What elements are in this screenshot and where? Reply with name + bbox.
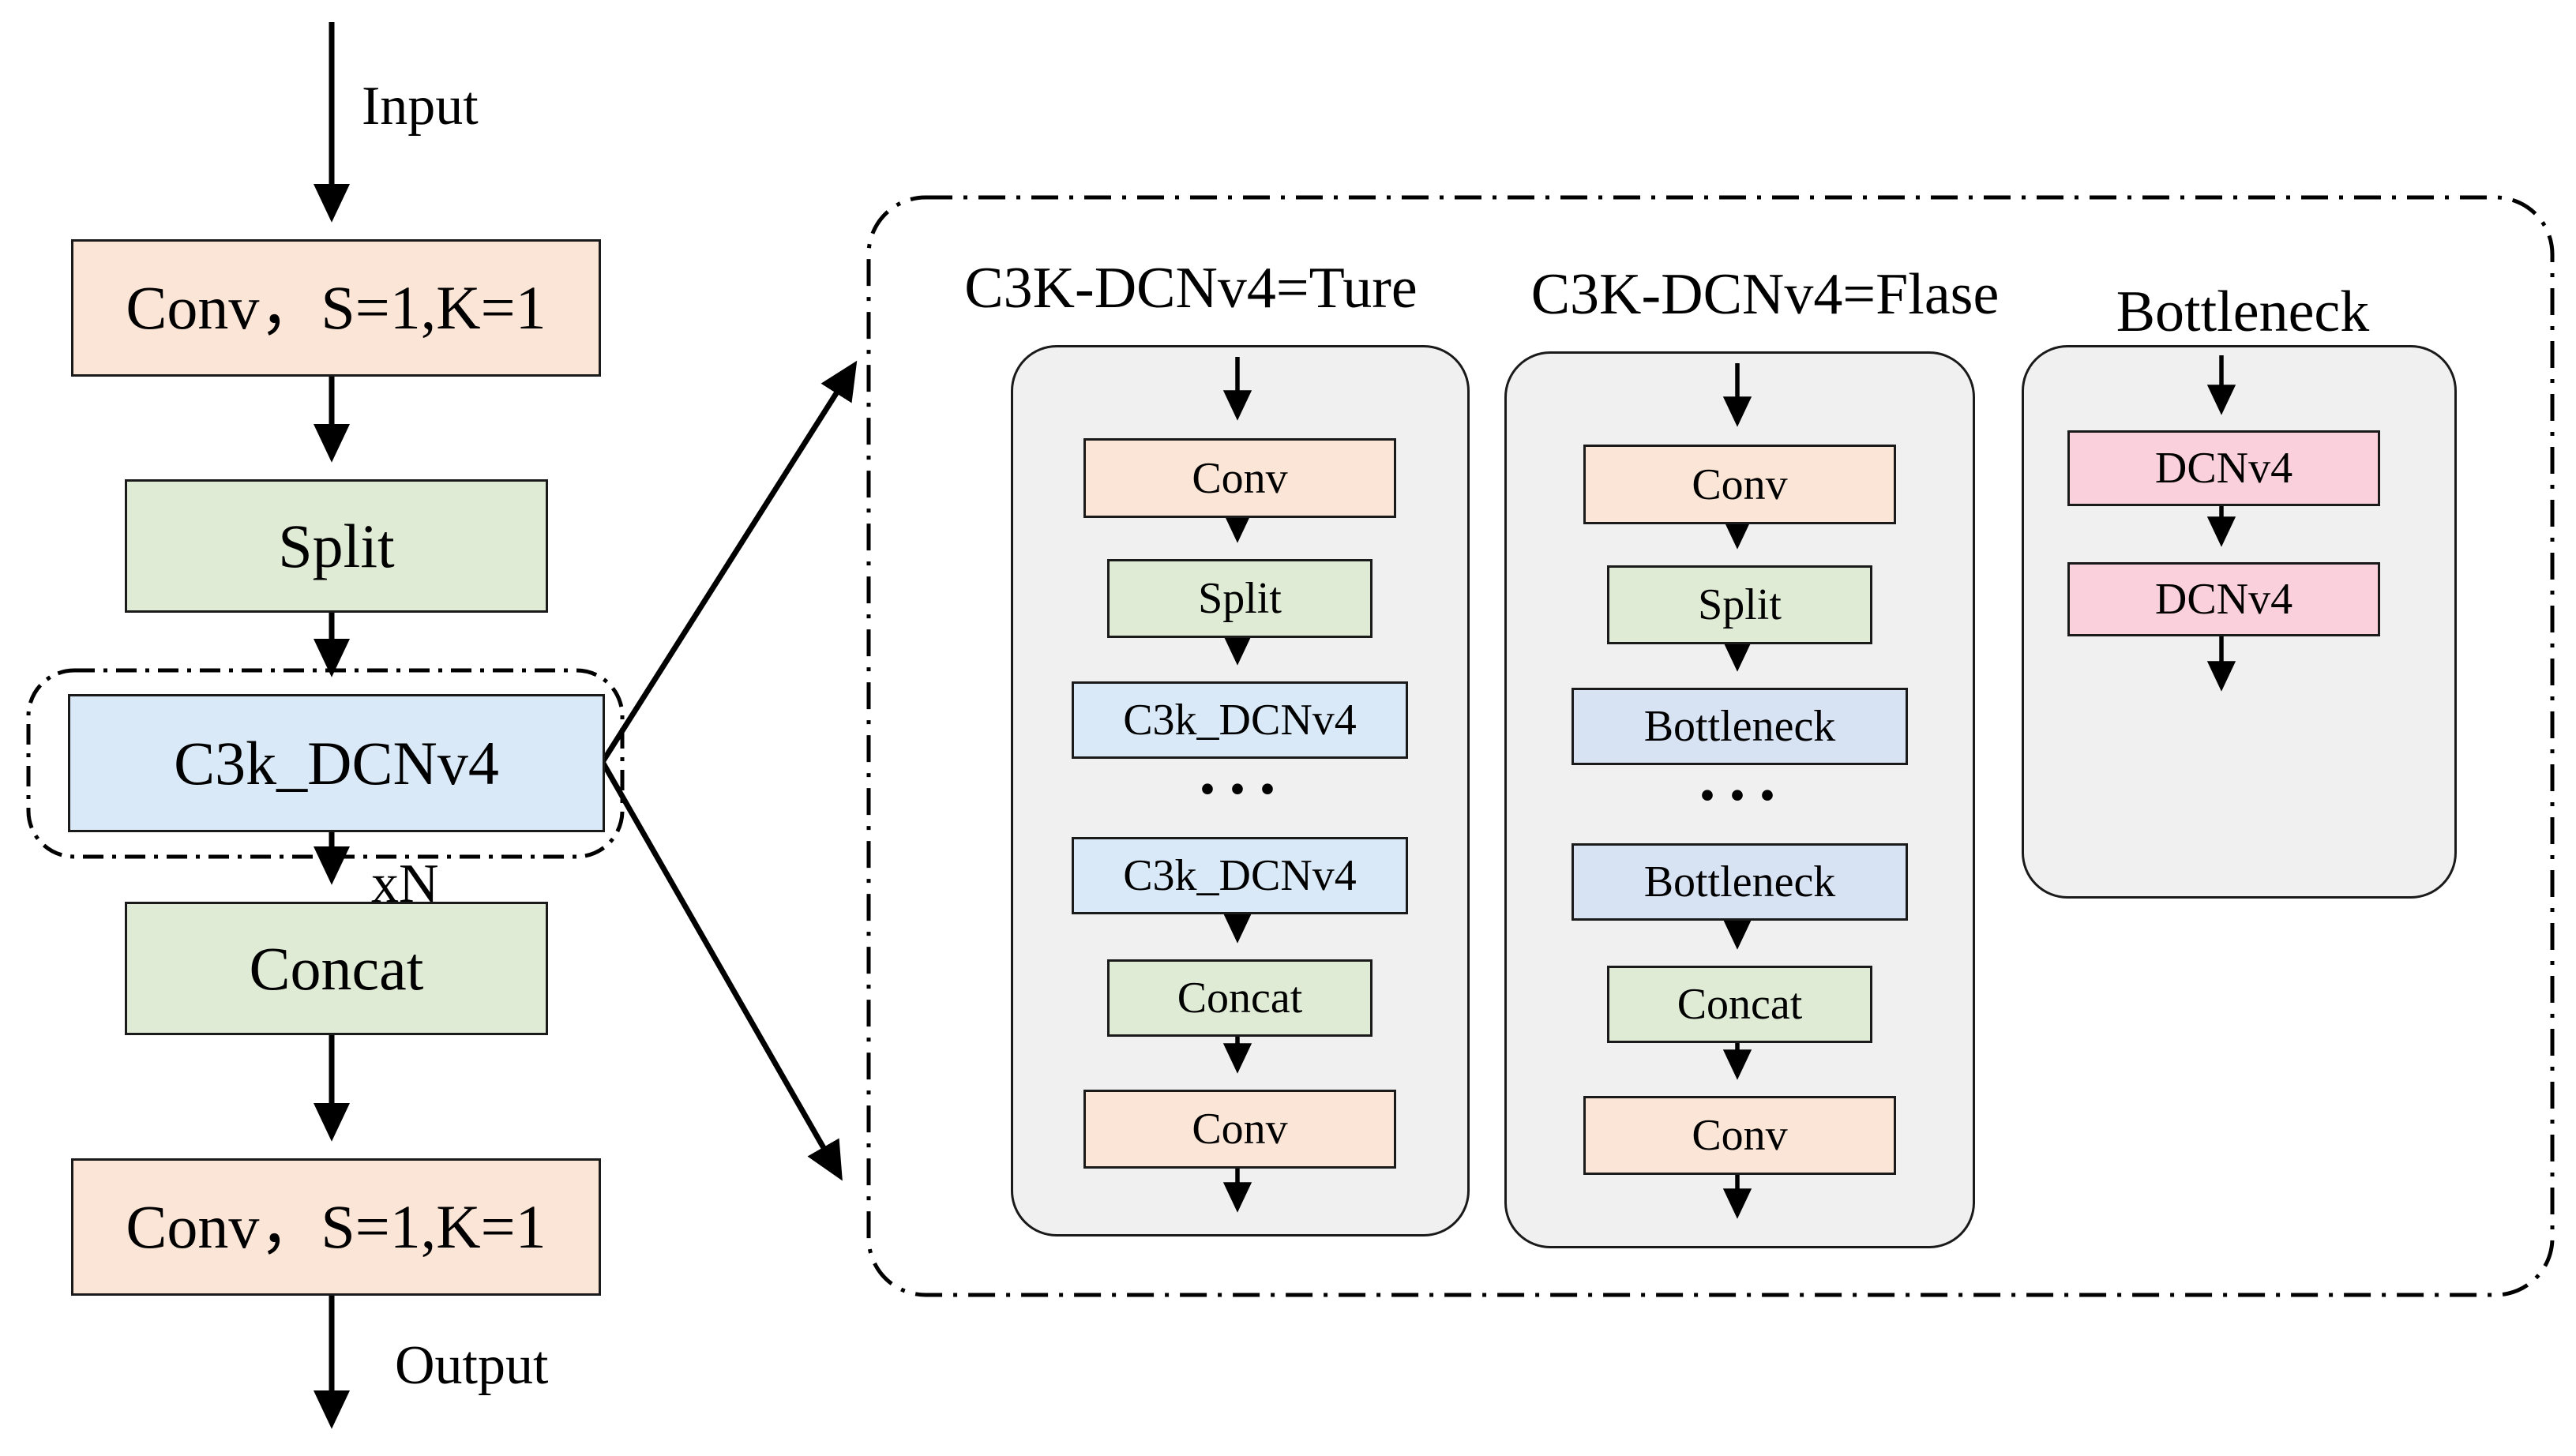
panel-bottleneck-title: Bottleneck <box>2116 280 2370 344</box>
concat-box: Concat <box>125 902 548 1035</box>
panel-true-title: C3K-DCNv4=Ture <box>964 256 1418 321</box>
panel-false-title: C3K-DCNv4=Flase <box>1530 262 2000 327</box>
p1-c3k-box-1: C3k_DCNv4 <box>1072 681 1408 759</box>
p2-conv-top-box: Conv <box>1583 445 1896 524</box>
arrow-c3k-to-detail-top <box>600 360 858 764</box>
p3-dcnv4-box-1: DCNv4 <box>2067 430 2380 506</box>
input-label: Input <box>362 76 479 137</box>
p2-bottleneck-box-2: Bottleneck <box>1572 843 1908 921</box>
arrow-c3k-to-detail-bottom <box>599 760 843 1181</box>
p1-concat-box: Concat <box>1107 959 1372 1037</box>
p1-conv-top-box: Conv <box>1083 438 1396 518</box>
conv-bottom-box: Conv，S=1,K=1 <box>71 1158 601 1296</box>
p1-conv-bottom-box: Conv <box>1083 1090 1396 1169</box>
p1-c3k-box-2: C3k_DCNv4 <box>1072 837 1408 914</box>
p3-dcnv4-box-2: DCNv4 <box>2067 562 2380 636</box>
p2-concat-box: Concat <box>1607 966 1872 1043</box>
p1-repeat-dots: ··· <box>1196 752 1287 826</box>
p2-split-box: Split <box>1607 565 1872 644</box>
callout-arrows <box>599 360 858 1181</box>
conv-top-box: Conv，S=1,K=1 <box>71 239 601 377</box>
split-box: Split <box>125 479 548 613</box>
c3k-dcnv4-box: C3k_DCNv4 <box>68 694 605 832</box>
p2-bottleneck-box-1: Bottleneck <box>1572 688 1908 765</box>
output-label: Output <box>395 1335 549 1396</box>
p2-repeat-dots: ··· <box>1696 759 1787 832</box>
p1-split-box: Split <box>1107 559 1372 638</box>
p2-conv-bottom-box: Conv <box>1583 1096 1896 1175</box>
